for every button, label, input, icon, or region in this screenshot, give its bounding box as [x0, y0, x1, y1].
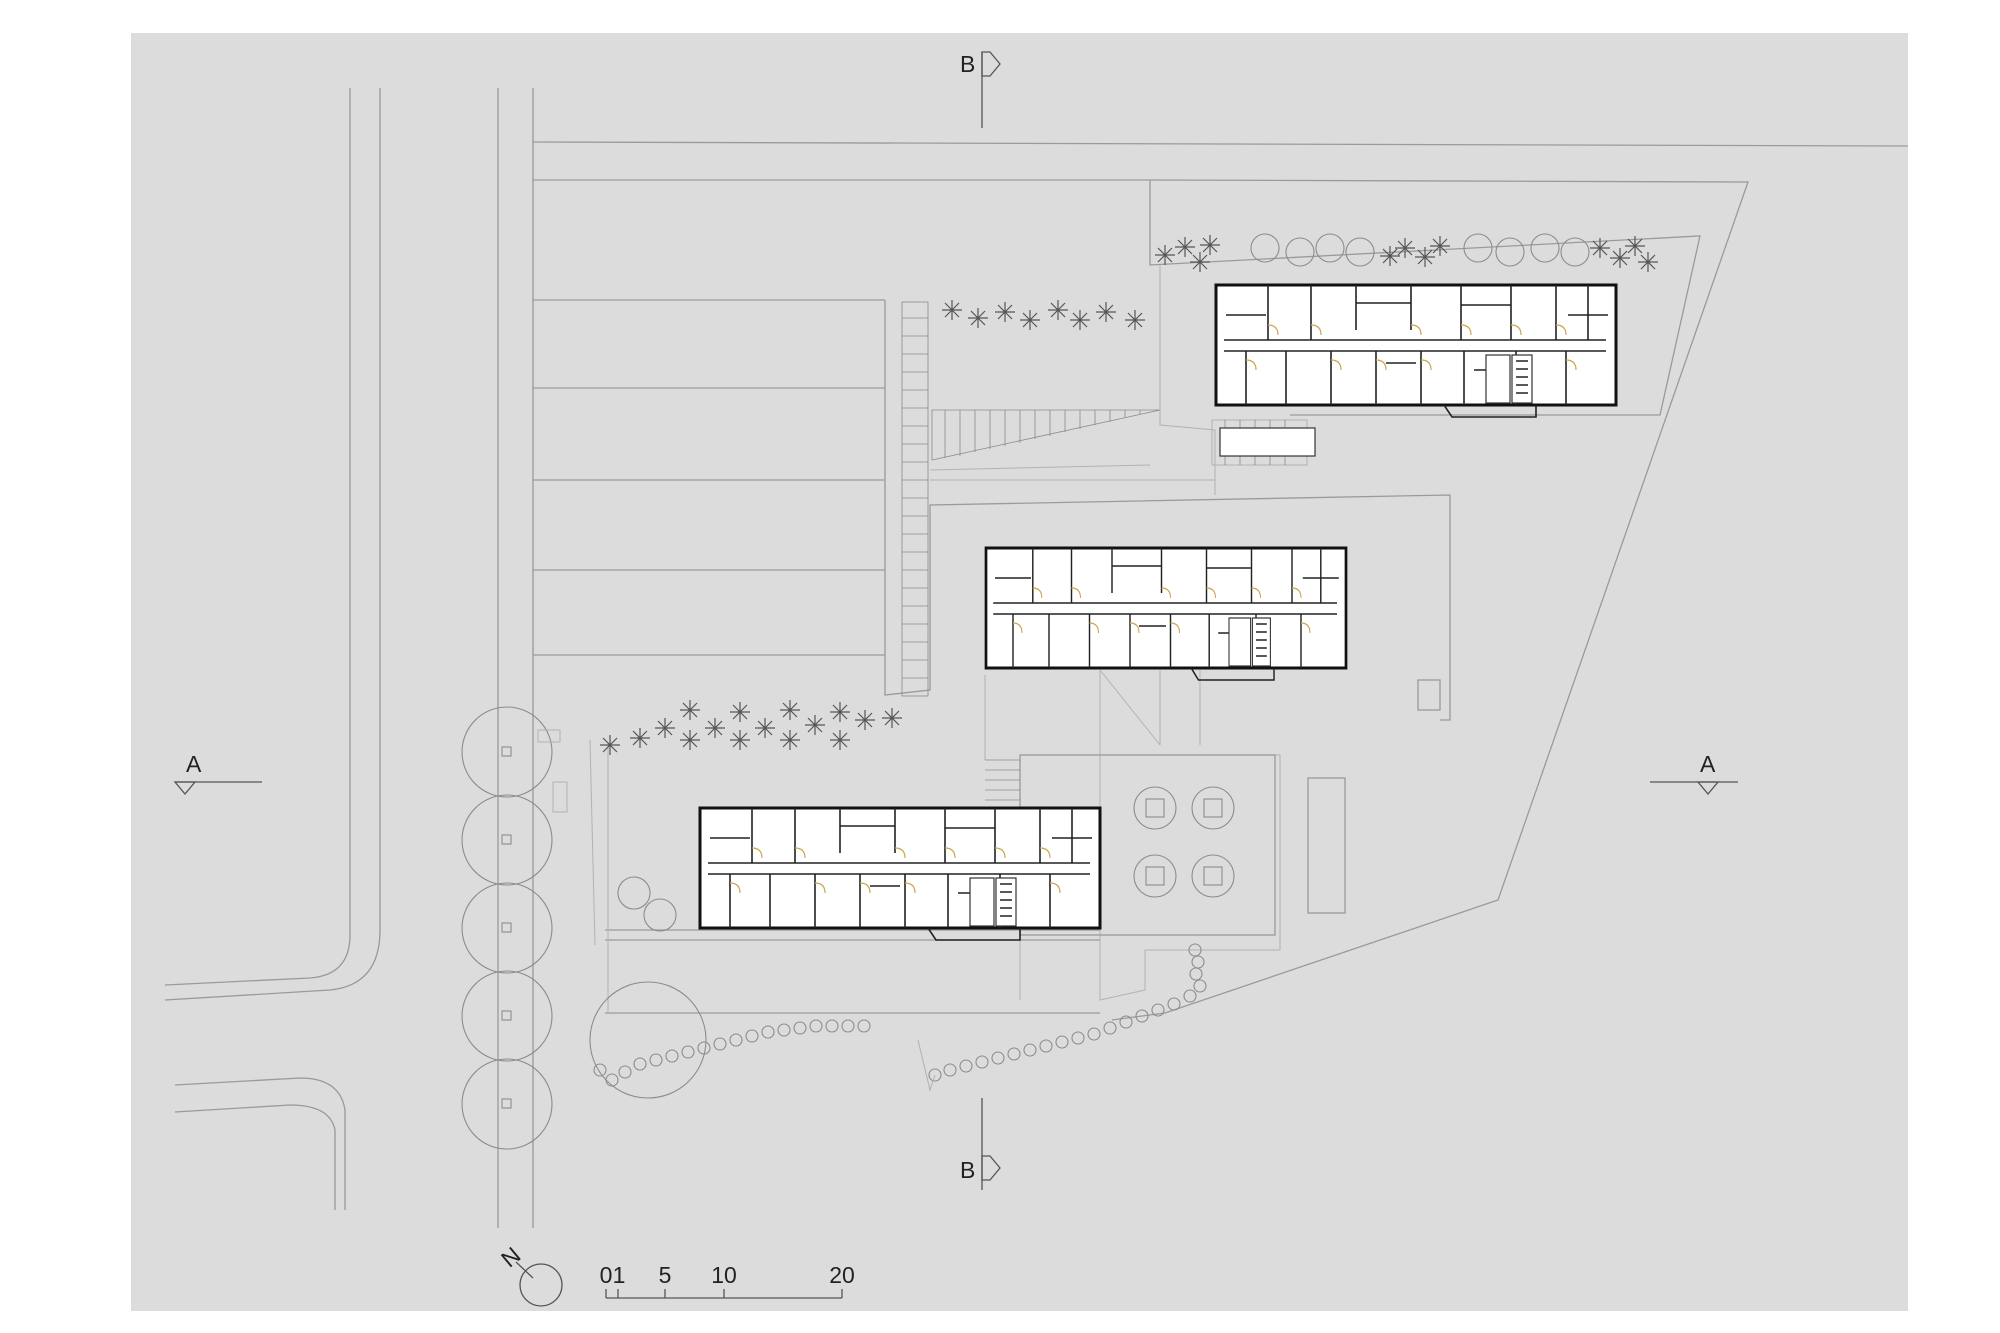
street-linework: [164, 88, 1909, 1228]
section-marker-b-bottom: B: [960, 1098, 1001, 1190]
section-label-b-bottom: B: [960, 1157, 975, 1183]
scale-tick-0: 0: [600, 1262, 613, 1288]
building-block-south: [698, 806, 1102, 942]
building-block-north: [1214, 283, 1618, 419]
section-label-a-left: A: [186, 751, 202, 777]
section-label-a-right: A: [1700, 751, 1716, 777]
scale-tick-10: 10: [711, 1262, 737, 1288]
entry-stair: [1219, 427, 1316, 457]
section-marker-a-left: A: [173, 751, 262, 796]
scale-tick-5: 5: [659, 1262, 672, 1288]
street-trees: [461, 706, 707, 1150]
drawing-sheet: [131, 33, 1908, 1311]
pebble-border: [593, 943, 1207, 1092]
scale-tick-20: 20: [829, 1262, 855, 1288]
section-marker-a-right: A: [1650, 751, 1738, 796]
building-block-middle: [984, 546, 1348, 682]
scale-tick-1: 1: [613, 1262, 626, 1288]
section-marker-b-top: B: [960, 51, 1001, 128]
section-label-b-top: B: [960, 51, 975, 77]
scale-bar: 0 1 5 10 20: [600, 1262, 855, 1299]
circular-features: [1133, 786, 1235, 898]
ramp-hatch: [901, 301, 929, 697]
terrace-linework: [589, 265, 1451, 1014]
